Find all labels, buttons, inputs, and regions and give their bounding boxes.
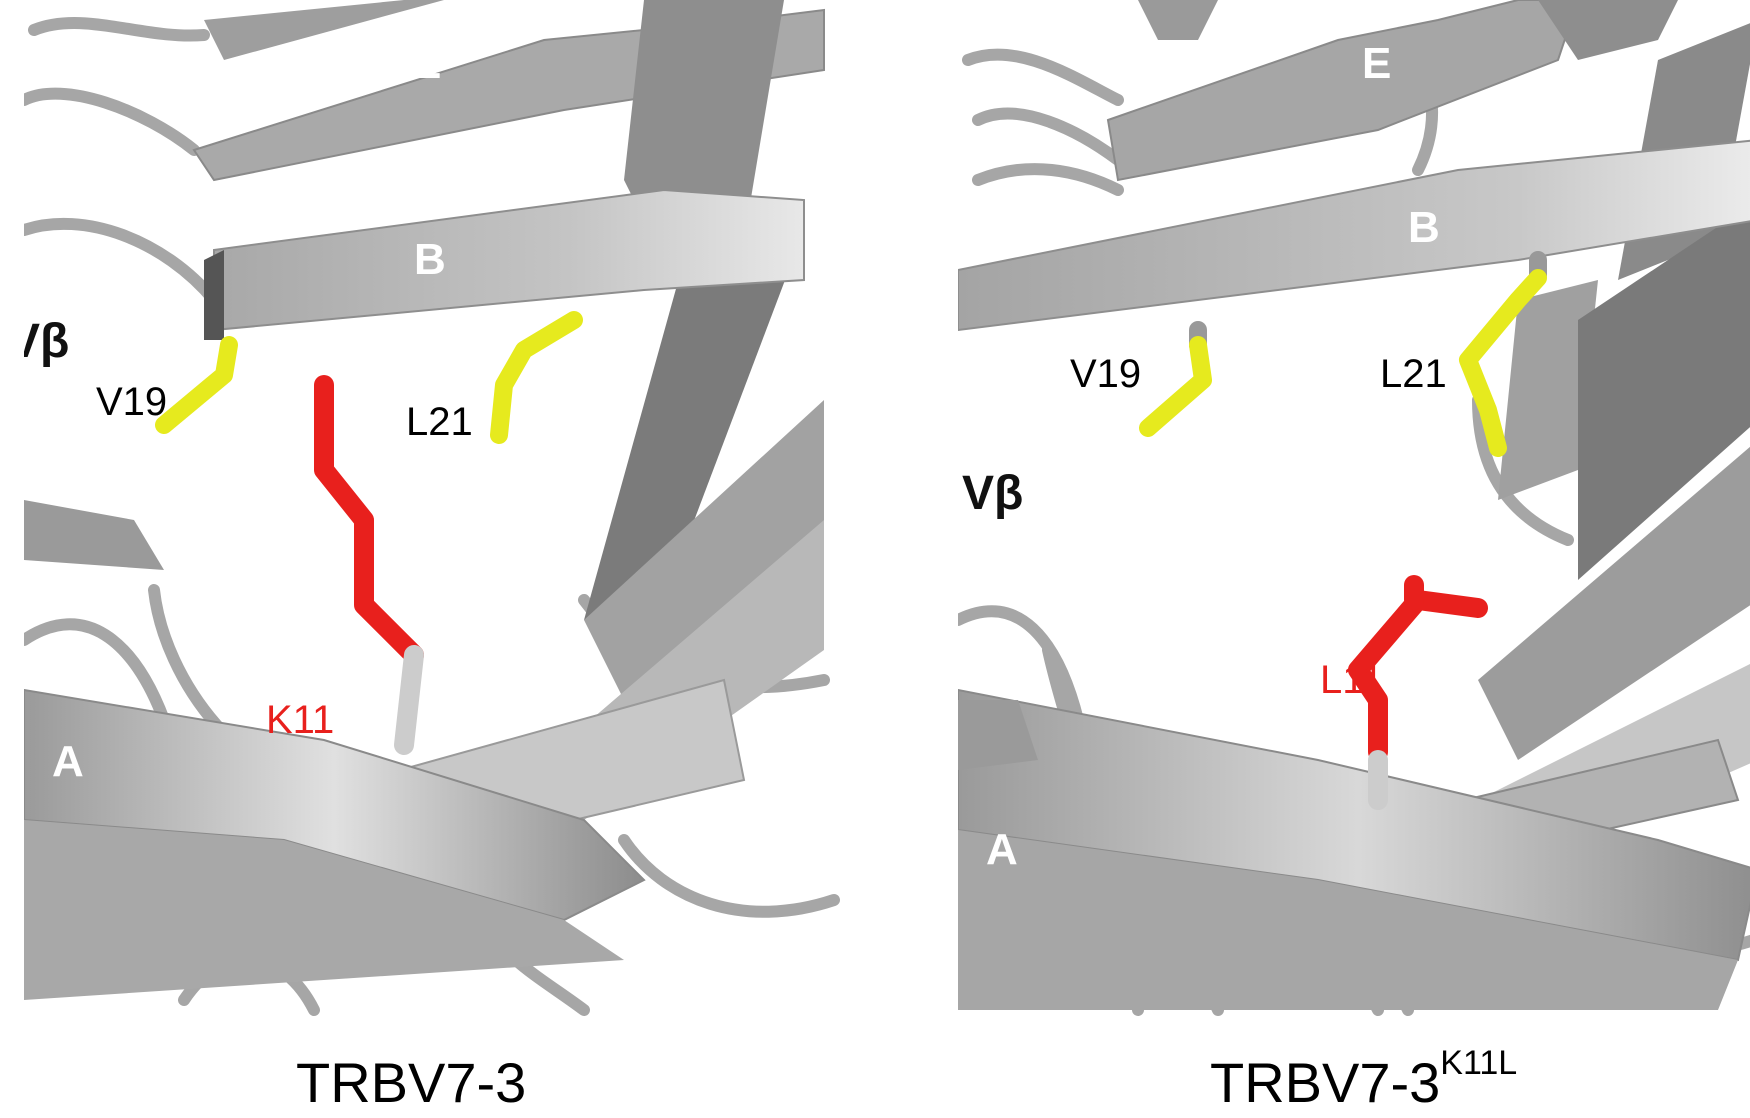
strand-label-E: E [1362,39,1392,88]
strand-label-B: B [1408,203,1440,252]
strand-A-ribbon [24,688,646,922]
residue-L11-stick [1348,590,1488,762]
residue-sticks [1139,251,1547,810]
structure-panel-right: E B A Vβ V19 L21 L11 [958,0,1750,1020]
residue-label-L11: L11 [1320,658,1384,702]
residue-label-L21: L21 [406,400,473,444]
strand-label-A: A [52,737,84,786]
strand-B-ribbon [958,139,1750,332]
caption-right: TRBV7-3K11L [1210,1044,1517,1115]
residue-label-L21: L21 [1380,352,1447,396]
residue-V19-stick [1139,336,1212,437]
protein-structure-right [958,0,1750,1016]
strand-label-E: E [412,39,442,88]
structure-panel-left: E B A Vβ V19 L21 K11 [24,0,844,1020]
residue-K11-stick [314,375,424,665]
caption-left: TRBV7-3 [296,1050,526,1115]
strand-label-A: A [986,825,1018,874]
residue-sticks [155,311,583,755]
residue-L21-stick [1459,269,1547,457]
caption-left-text: TRBV7-3 [296,1051,527,1114]
residue-label-V19: V19 [96,380,168,424]
caption-right-text: TRBV7-3 [1210,1051,1441,1114]
caption-right-superscript: K11L [1440,1044,1518,1082]
residue-label-V19: V19 [1070,352,1142,396]
residue-label-K11: K11 [266,698,335,742]
vbeta-label: Vβ [24,315,70,368]
residue-L21-stick [490,311,583,444]
residue-V19-stick [155,336,238,434]
protein-structure-left [24,0,840,1016]
strand-E-ribbon [1106,0,1580,182]
vbeta-label: Vβ [962,467,1024,520]
strand-label-B: B [414,235,446,284]
